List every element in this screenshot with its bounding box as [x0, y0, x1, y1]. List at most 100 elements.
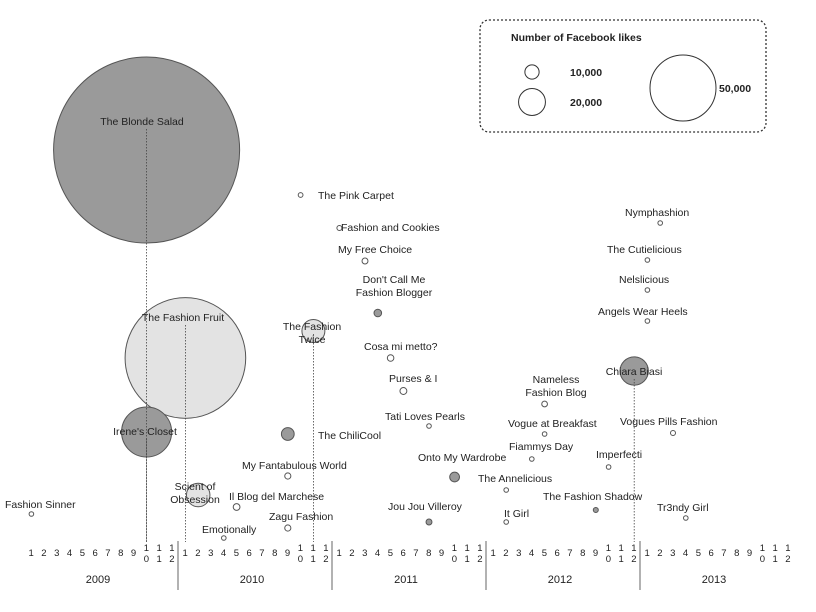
bubble-tr3ndy-girl: [683, 515, 689, 521]
label-purses-i: Purses & I: [389, 373, 437, 385]
month-tick-2012-5: 5: [542, 548, 548, 559]
month-tick-2009-8: 8: [118, 548, 124, 559]
month-tick-2010-9: 9: [285, 548, 291, 559]
month-tick-2012-9: 9: [593, 548, 599, 559]
legend: Number of Facebook likes10,00020,00050,0…: [479, 19, 767, 133]
month-tick-2009-4: 4: [67, 548, 73, 559]
legend-bubble-20000: [518, 88, 546, 116]
month-tick-2013-5: 5: [696, 548, 702, 559]
month-tick-2011-1: 1: [337, 548, 343, 559]
label-imperfecti: Imperfecti: [596, 449, 642, 461]
label-vogue-at-breakfast: Vogue at Breakfast: [508, 418, 597, 430]
bubble-it-girl: [503, 519, 510, 525]
year-label-2010: 2010: [240, 574, 264, 586]
year-label-2011: 2011: [394, 574, 418, 586]
bubble-my-fantabulous-world: [284, 472, 292, 480]
label-zagu-fashion: Zagu Fashion: [269, 511, 333, 523]
month-tick-2009-6: 6: [93, 548, 99, 559]
label-vogues-pills-fashion: Vogues Pills Fashion: [620, 416, 718, 428]
bubble-the-fashion-twice: [301, 319, 326, 343]
bubble-the-cutielicious: [644, 257, 651, 263]
label-nymphashion: Nymphashion: [625, 207, 689, 219]
legend-title: Number of Facebook likes: [511, 32, 642, 44]
month-tick-2011-7: 7: [413, 548, 419, 559]
label-the-fashion-shadow: The Fashion Shadow: [543, 491, 643, 503]
label-il-blog-del-marchese: Il Blog del Marchese: [229, 491, 324, 503]
month-tick-2011-8: 8: [426, 548, 432, 559]
label-my-free-choice: My Free Choice: [338, 244, 412, 256]
bubble-fashion-and-cookies: [336, 224, 343, 232]
bubble-nymphashion: [657, 220, 664, 226]
label-tati-loves-pearls: Tati Loves Pearls: [385, 411, 465, 423]
bubble-onto-my-wardrobe: [449, 471, 460, 483]
month-tick-2013-2: 2: [657, 548, 663, 559]
bubble-angels-wear-heels: [644, 318, 651, 324]
month-tick-2010-5: 5: [234, 548, 240, 559]
label-onto-my-wardrobe: Onto My Wardrobe: [418, 452, 506, 464]
label-irene-s-closet: Irene's Closet: [113, 426, 177, 438]
month-tick-2009-7: 7: [105, 548, 111, 559]
month-tick-2010-7: 7: [259, 548, 265, 559]
label-nelslicious: Nelslicious: [619, 274, 669, 286]
month-tick-2011-2: 2: [349, 548, 355, 559]
bubble-emotionally: [221, 535, 227, 541]
bubble-il-blog-del-marchese: [232, 503, 241, 511]
month-tick-2013-9: 9: [747, 548, 753, 559]
month-tick-2013-7: 7: [721, 548, 727, 559]
legend-bubble-10000: [524, 64, 540, 80]
month-tick-2009-2: 2: [41, 548, 47, 559]
month-tick-2013-1: 1: [645, 548, 651, 559]
bubble-vogue-at-breakfast: [541, 431, 548, 437]
label-the-cutielicious: The Cutielicious: [607, 244, 682, 256]
label-the-pink-carpet: The Pink Carpet: [318, 190, 394, 202]
bubble-the-annelicious: [503, 487, 510, 493]
month-tick-2013-6: 6: [709, 548, 715, 559]
month-tick-2012-6: 6: [555, 548, 561, 559]
label-fashion-and-cookies: Fashion and Cookies: [341, 222, 440, 234]
label-tr3ndy-girl: Tr3ndy Girl: [657, 502, 709, 514]
month-tick-2010-4: 4: [221, 548, 227, 559]
label-the-chilicool: The ChiliCool: [318, 430, 381, 442]
month-tick-2013-4: 4: [683, 548, 689, 559]
month-tick-2011-6: 6: [401, 548, 407, 559]
year-label-2012: 2012: [548, 574, 572, 586]
label-box-the-pink-carpet: [316, 189, 409, 203]
bubble-zagu-fashion: [284, 524, 292, 532]
month-tick-2013-3: 3: [670, 548, 676, 559]
bubble-jou-jou-villeroy: [425, 518, 433, 526]
bubble-fashion-sinner: [28, 511, 35, 517]
label-chiara-biasi: Chiara Biasi: [606, 366, 663, 378]
label-it-girl: It Girl: [504, 508, 529, 520]
bubble-nameless-fashion-blog: [541, 400, 548, 408]
month-tick-2009-9: 9: [131, 548, 137, 559]
bubble-nelslicious: [644, 287, 651, 293]
label-the-annelicious: The Annelicious: [478, 473, 552, 485]
bubble-my-free-choice: [361, 257, 369, 265]
month-tick-2011-4: 4: [375, 548, 381, 559]
label-fiammys-day: Fiammys Day: [509, 441, 574, 453]
month-tick-2012-7: 7: [567, 548, 573, 559]
month-tick-2010-2: 2: [195, 548, 201, 559]
bubble-imperfecti: [605, 464, 612, 470]
bubble-fiammys-day: [529, 456, 535, 462]
label-jou-jou-villeroy: Jou Jou Villeroy: [388, 501, 463, 513]
bubble-cosa-mi-metto: [386, 354, 395, 362]
month-tick-2012-2: 2: [503, 548, 509, 559]
